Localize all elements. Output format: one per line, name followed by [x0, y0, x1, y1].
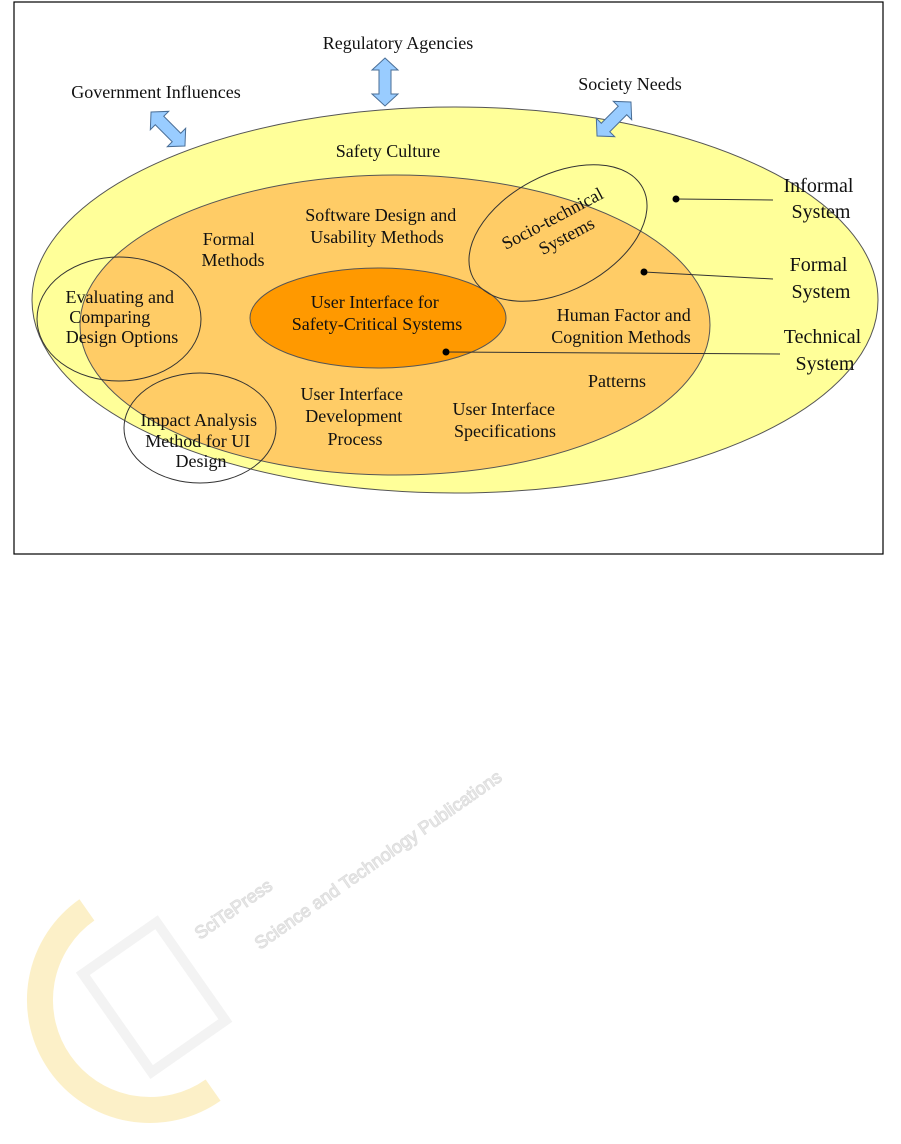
core-ui-label-line: User Interface for	[311, 292, 439, 312]
ui-specifications-label-line: Specifications	[454, 421, 556, 441]
human-factor-label-line: Cognition Methods	[551, 327, 691, 347]
technical-system-label: Technical System	[784, 326, 866, 375]
software-design-label-line: Usability Methods	[310, 227, 444, 247]
core-ui-label-line: Safety-Critical Systems	[292, 314, 462, 334]
formal-leader-dot	[640, 268, 648, 276]
technical-leader-dot	[442, 348, 450, 356]
impact-analysis-label-line: Design	[176, 451, 227, 471]
evaluating-options-label: Evaluating and Comparing Design Options	[66, 287, 179, 347]
ui-development-label-line: Process	[328, 429, 383, 449]
evaluating-options-ellipse	[36, 256, 202, 382]
safety-culture-label: Safety Culture	[336, 141, 440, 161]
ui-specifications-label-line: User Interface	[453, 399, 555, 419]
impact-analysis-label: Impact Analysis Method for UI Design	[141, 410, 262, 471]
regulatory-agency-arrow	[370, 57, 400, 107]
formal-methods-label-line: Formal	[203, 229, 255, 249]
evaluating-options-label-line: Evaluating and	[66, 287, 174, 307]
formal-system-label: Formal System	[790, 254, 853, 303]
formal-methods-label: Formal Methods	[202, 229, 265, 270]
ui-development-label-line: User Interface	[301, 384, 403, 404]
watermark-subtitle: Science and Technology Publications	[251, 767, 506, 954]
informal-leader-dot	[672, 195, 680, 203]
informal-system-label-line: Informal	[784, 175, 854, 197]
government-influence-arrow	[149, 110, 187, 148]
formal-system-label-line: Formal	[790, 254, 848, 276]
core-ui-label: User Interface for Safety-Critical Syste…	[292, 292, 462, 334]
technical-system-label-line: Technical	[784, 326, 862, 348]
formal-methods-label-line: Methods	[202, 250, 265, 270]
human-factor-label: Human Factor and Cognition Methods	[551, 305, 695, 347]
government-influences-label: Government Influences	[71, 82, 240, 102]
evaluating-options-label-line: Design Options	[66, 327, 179, 347]
informal-system-label: Informal System	[784, 175, 859, 223]
impact-analysis-label-line: Impact Analysis	[141, 410, 257, 430]
technical-system-ellipse	[249, 267, 507, 369]
software-design-label-line: Software Design and	[305, 205, 456, 225]
patterns-label: Patterns	[588, 371, 646, 391]
ui-specifications-label: User Interface Specifications	[453, 399, 560, 441]
watermark-logo	[27, 899, 233, 1123]
socio-technical-ellipse	[468, 164, 648, 302]
technical-leader-line	[445, 351, 781, 355]
informal-leader-line	[675, 198, 774, 201]
software-design-label: Software Design and Usability Methods	[305, 205, 460, 247]
formal-system-label-line: System	[792, 281, 851, 303]
ui-development-label: User Interface Development Process	[301, 384, 408, 449]
impact-analysis-ellipse	[123, 372, 277, 484]
society-needs-label: Society Needs	[578, 74, 681, 94]
informal-system-label-line: System	[792, 201, 851, 223]
regulatory-agencies-label: Regulatory Agencies	[323, 33, 473, 53]
formal-leader-line	[643, 271, 774, 280]
human-factor-label-line: Human Factor and	[557, 305, 691, 325]
watermark: SciTePress Science and Technology Public…	[27, 766, 506, 1123]
evaluating-options-label-line: Comparing	[69, 307, 150, 327]
technical-system-label-line: System	[796, 353, 855, 375]
society-needs-arrow	[595, 100, 633, 138]
impact-analysis-label-line: Method for UI	[145, 431, 250, 451]
ui-development-label-line: Development	[305, 406, 402, 426]
figure-frame	[13, 1, 884, 555]
